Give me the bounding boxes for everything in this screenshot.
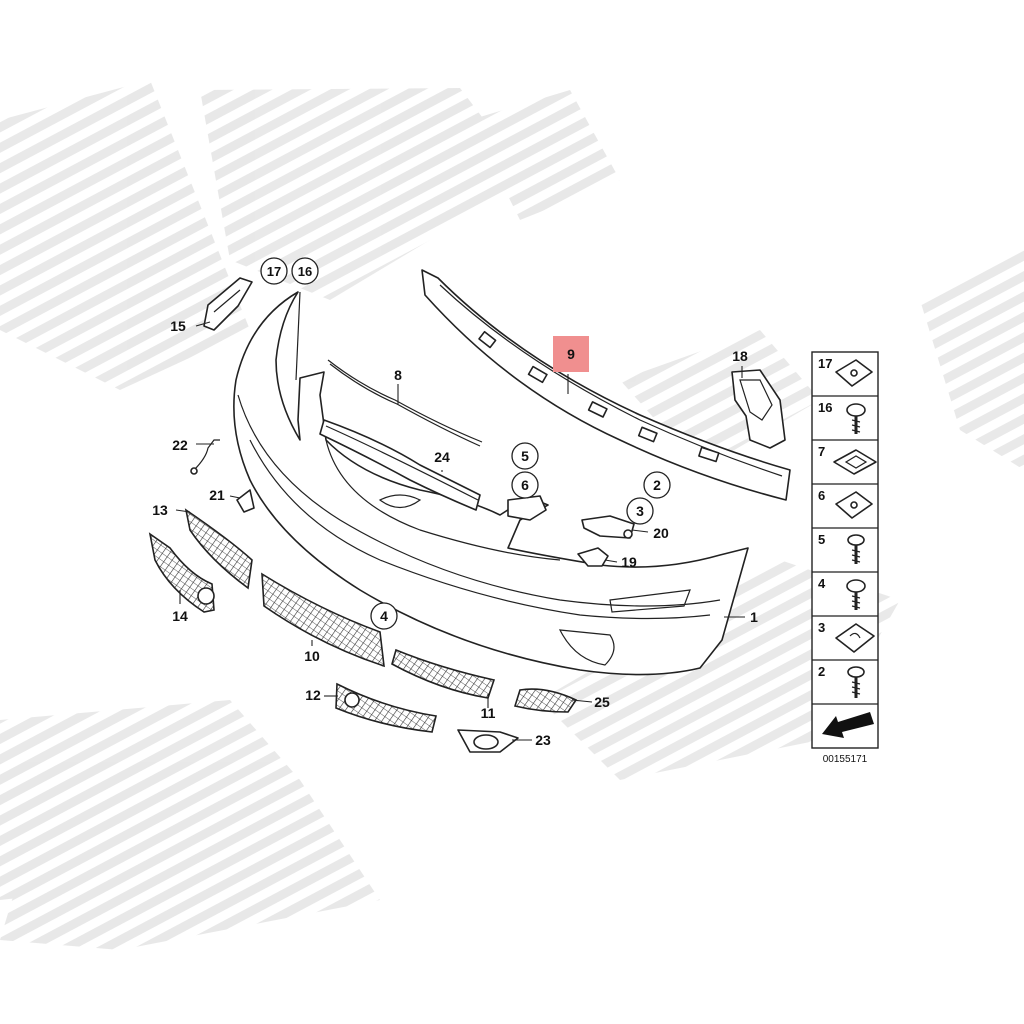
callout-22: 22 <box>172 437 188 453</box>
legend-label-5: 5 <box>818 532 825 547</box>
fastener-legend: 17 16 7 6 5 4 3 2 <box>811 351 879 749</box>
fog-grille-left <box>335 682 437 733</box>
square-nut-icon <box>833 449 877 475</box>
clip-nut-icon <box>835 359 873 387</box>
callout-9: 9 <box>567 346 575 362</box>
fog-cover <box>457 729 519 753</box>
cover-plug <box>236 489 255 513</box>
legend-label-7: 7 <box>818 444 825 459</box>
callout-labels: 1 2 3 4 5 6 8 9 10 11 12 13 14 15 16 17 … <box>152 264 758 748</box>
side-grille-lower <box>148 532 215 613</box>
clip-small <box>577 547 609 567</box>
screw-icon <box>847 534 865 564</box>
callout-17: 17 <box>267 264 281 279</box>
callout-15: 15 <box>170 318 186 334</box>
watermark <box>0 80 1024 950</box>
callout-20: 20 <box>653 525 669 541</box>
bracket-right <box>731 369 786 449</box>
side-grille-upper <box>184 508 253 590</box>
grille-strip <box>319 419 481 511</box>
clip-nut-icon <box>835 623 875 653</box>
callout-6: 6 <box>521 477 529 493</box>
bracket-center <box>507 495 547 521</box>
legend-label-17: 17 <box>818 356 832 371</box>
lower-grille <box>391 648 496 699</box>
bumper-support-strip <box>421 269 791 501</box>
trim-strip <box>327 359 483 447</box>
diagram-code: 00155171 <box>823 754 868 765</box>
callout-2: 2 <box>653 477 661 493</box>
callout-13: 13 <box>152 502 168 518</box>
callout-3: 3 <box>636 503 644 519</box>
callout-1: 1 <box>750 609 758 625</box>
callout-25: 25 <box>594 694 610 710</box>
callout-24: 24 <box>434 449 450 465</box>
center-lower-grille <box>261 572 385 668</box>
callout-8: 8 <box>394 367 402 383</box>
bracket-left <box>203 277 253 331</box>
wire-harness <box>190 439 220 475</box>
callout-14: 14 <box>172 608 188 624</box>
clip-nut-icon <box>835 491 873 519</box>
callout-19: 19 <box>621 554 637 570</box>
screw-icon <box>846 403 866 434</box>
highlight-box <box>553 336 589 372</box>
legend-label-3: 3 <box>818 620 825 635</box>
callout-circles <box>260 257 671 630</box>
legend-label-16: 16 <box>818 400 832 415</box>
callout-18: 18 <box>732 348 748 364</box>
legend-label-4: 4 <box>818 576 826 591</box>
legend-label-2: 2 <box>818 664 825 679</box>
callout-12: 12 <box>305 687 321 703</box>
callout-10: 10 <box>304 648 320 664</box>
callout-5: 5 <box>521 448 529 464</box>
bumper-cover <box>233 291 749 676</box>
callout-16: 16 <box>298 264 312 279</box>
callout-21: 21 <box>209 487 225 503</box>
callout-23: 23 <box>535 732 551 748</box>
screw-icon <box>847 666 865 698</box>
clip-bracket <box>581 515 635 539</box>
legend-label-6: 6 <box>818 488 825 503</box>
callout-11: 11 <box>481 705 496 721</box>
callout-4: 4 <box>380 608 388 624</box>
screw-icon <box>846 579 866 610</box>
fog-grille-right <box>513 688 578 713</box>
leader-lines <box>175 321 745 741</box>
arrow-icon <box>822 712 874 738</box>
